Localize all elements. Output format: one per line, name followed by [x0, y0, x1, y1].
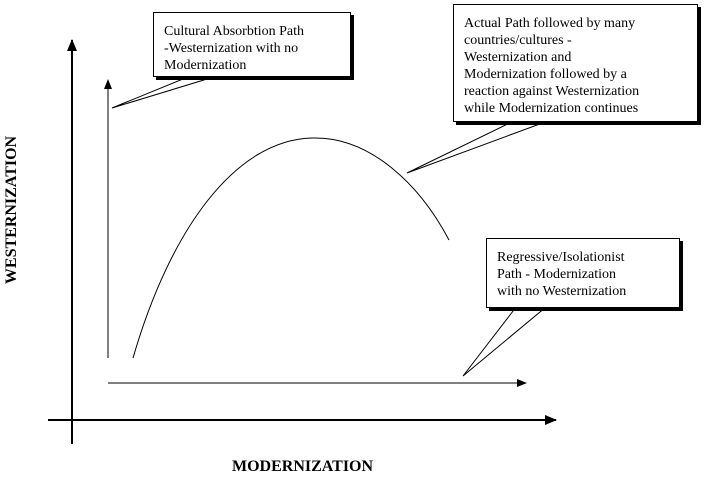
callout-line: Cultural Absorbtion Path: [164, 24, 304, 39]
actual-path-callout: Actual Path followed by many countries/c…: [453, 4, 698, 122]
x-axis-label: MODERNIZATION: [232, 458, 374, 475]
actual-callout-pointer: [406, 117, 557, 174]
actual-path-curve: [132, 137, 450, 359]
callout-line: Modernization followed by a: [464, 67, 627, 82]
cultural-callout-pointer: [111, 71, 231, 109]
y-axis-label: WESTERNIZATION: [3, 135, 20, 285]
regressive-callout-pointer: [462, 301, 554, 377]
regressive-path-callout: Regressive/Isolationist Path - Moderniza…: [486, 238, 680, 308]
callout-line: with no Westernization: [497, 284, 627, 299]
callout-line: -Westernization with no: [164, 41, 299, 56]
callout-line: Path - Modernization: [497, 267, 616, 282]
callout-line: countries/cultures -: [464, 33, 572, 48]
callout-line: reaction against Westernization: [464, 84, 640, 99]
callout-line: Regressive/Isolationist: [497, 250, 625, 265]
callout-line: Actual Path followed by many: [464, 16, 636, 31]
cultural-absorption-callout: Cultural Absorbtion Path -Westernization…: [153, 12, 351, 77]
callout-line: while Modernization continues: [464, 101, 639, 116]
callout-line: Modernization: [164, 58, 247, 73]
callout-line: Westernization and: [464, 50, 572, 65]
